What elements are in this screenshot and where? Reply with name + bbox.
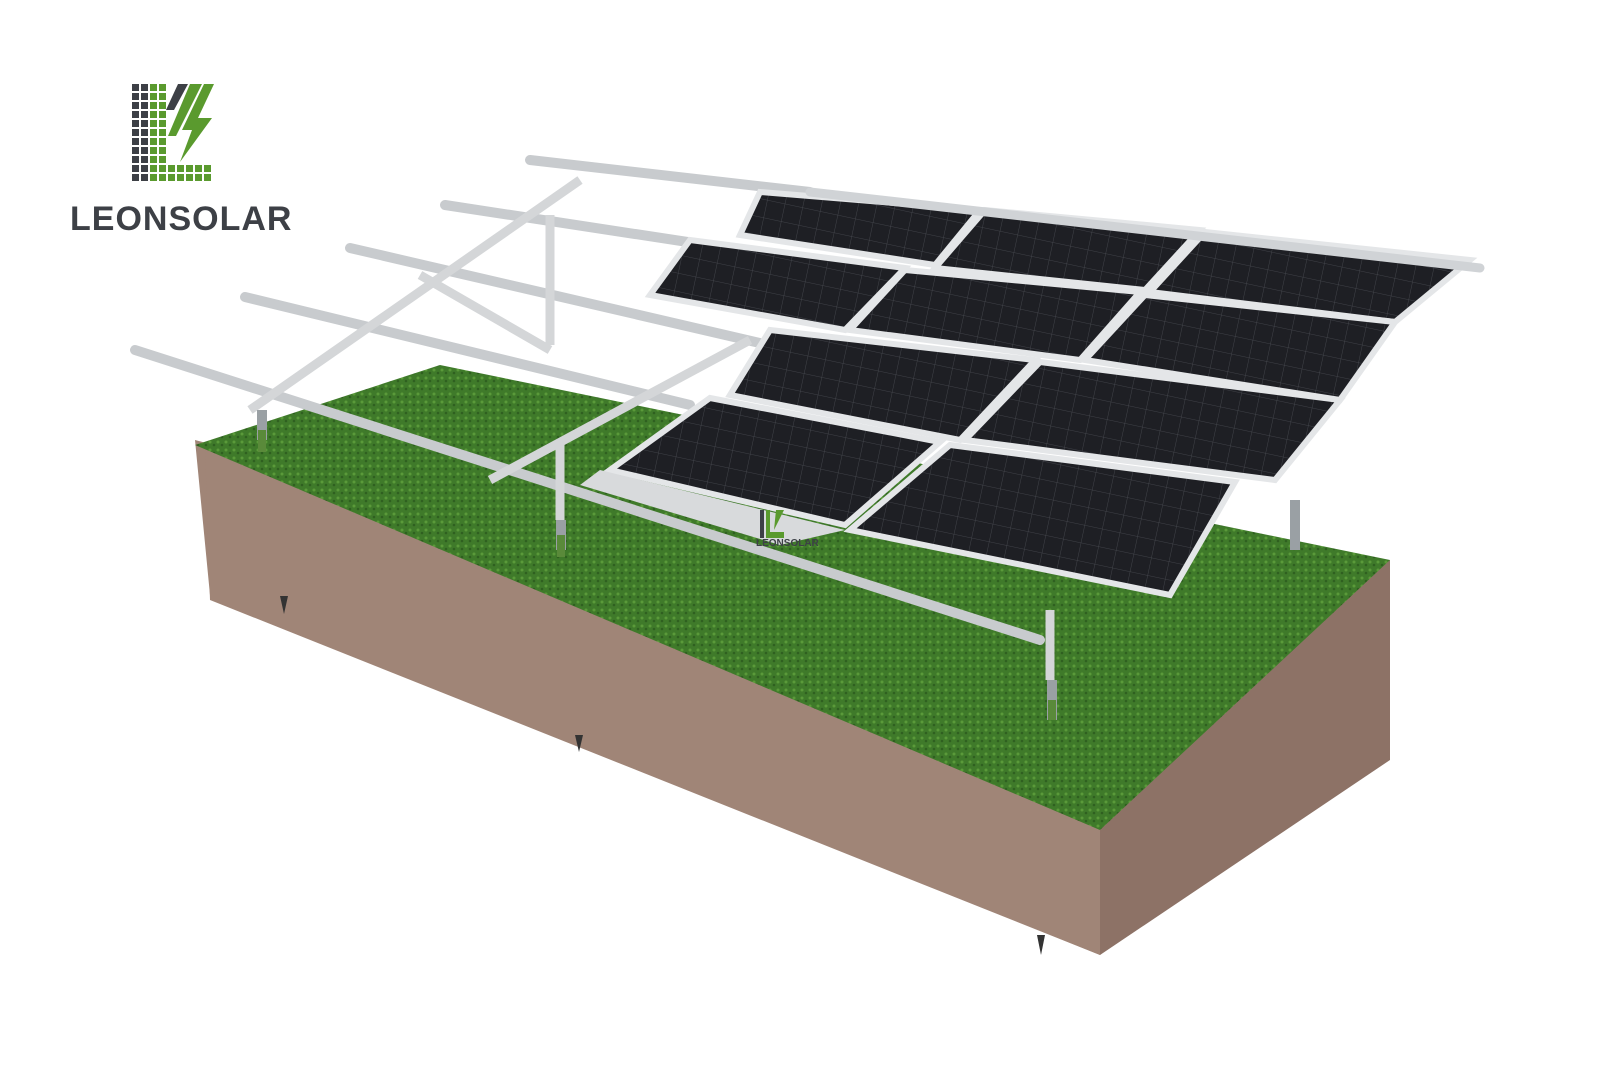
brand-name: LEONSOLAR bbox=[70, 200, 293, 238]
watermark-grid-icon bbox=[760, 510, 784, 538]
watermark-text: LEONSOLAR bbox=[756, 538, 819, 549]
logo-grid-icon bbox=[132, 84, 214, 181]
watermark-logo: LEONSOLAR bbox=[756, 510, 819, 549]
